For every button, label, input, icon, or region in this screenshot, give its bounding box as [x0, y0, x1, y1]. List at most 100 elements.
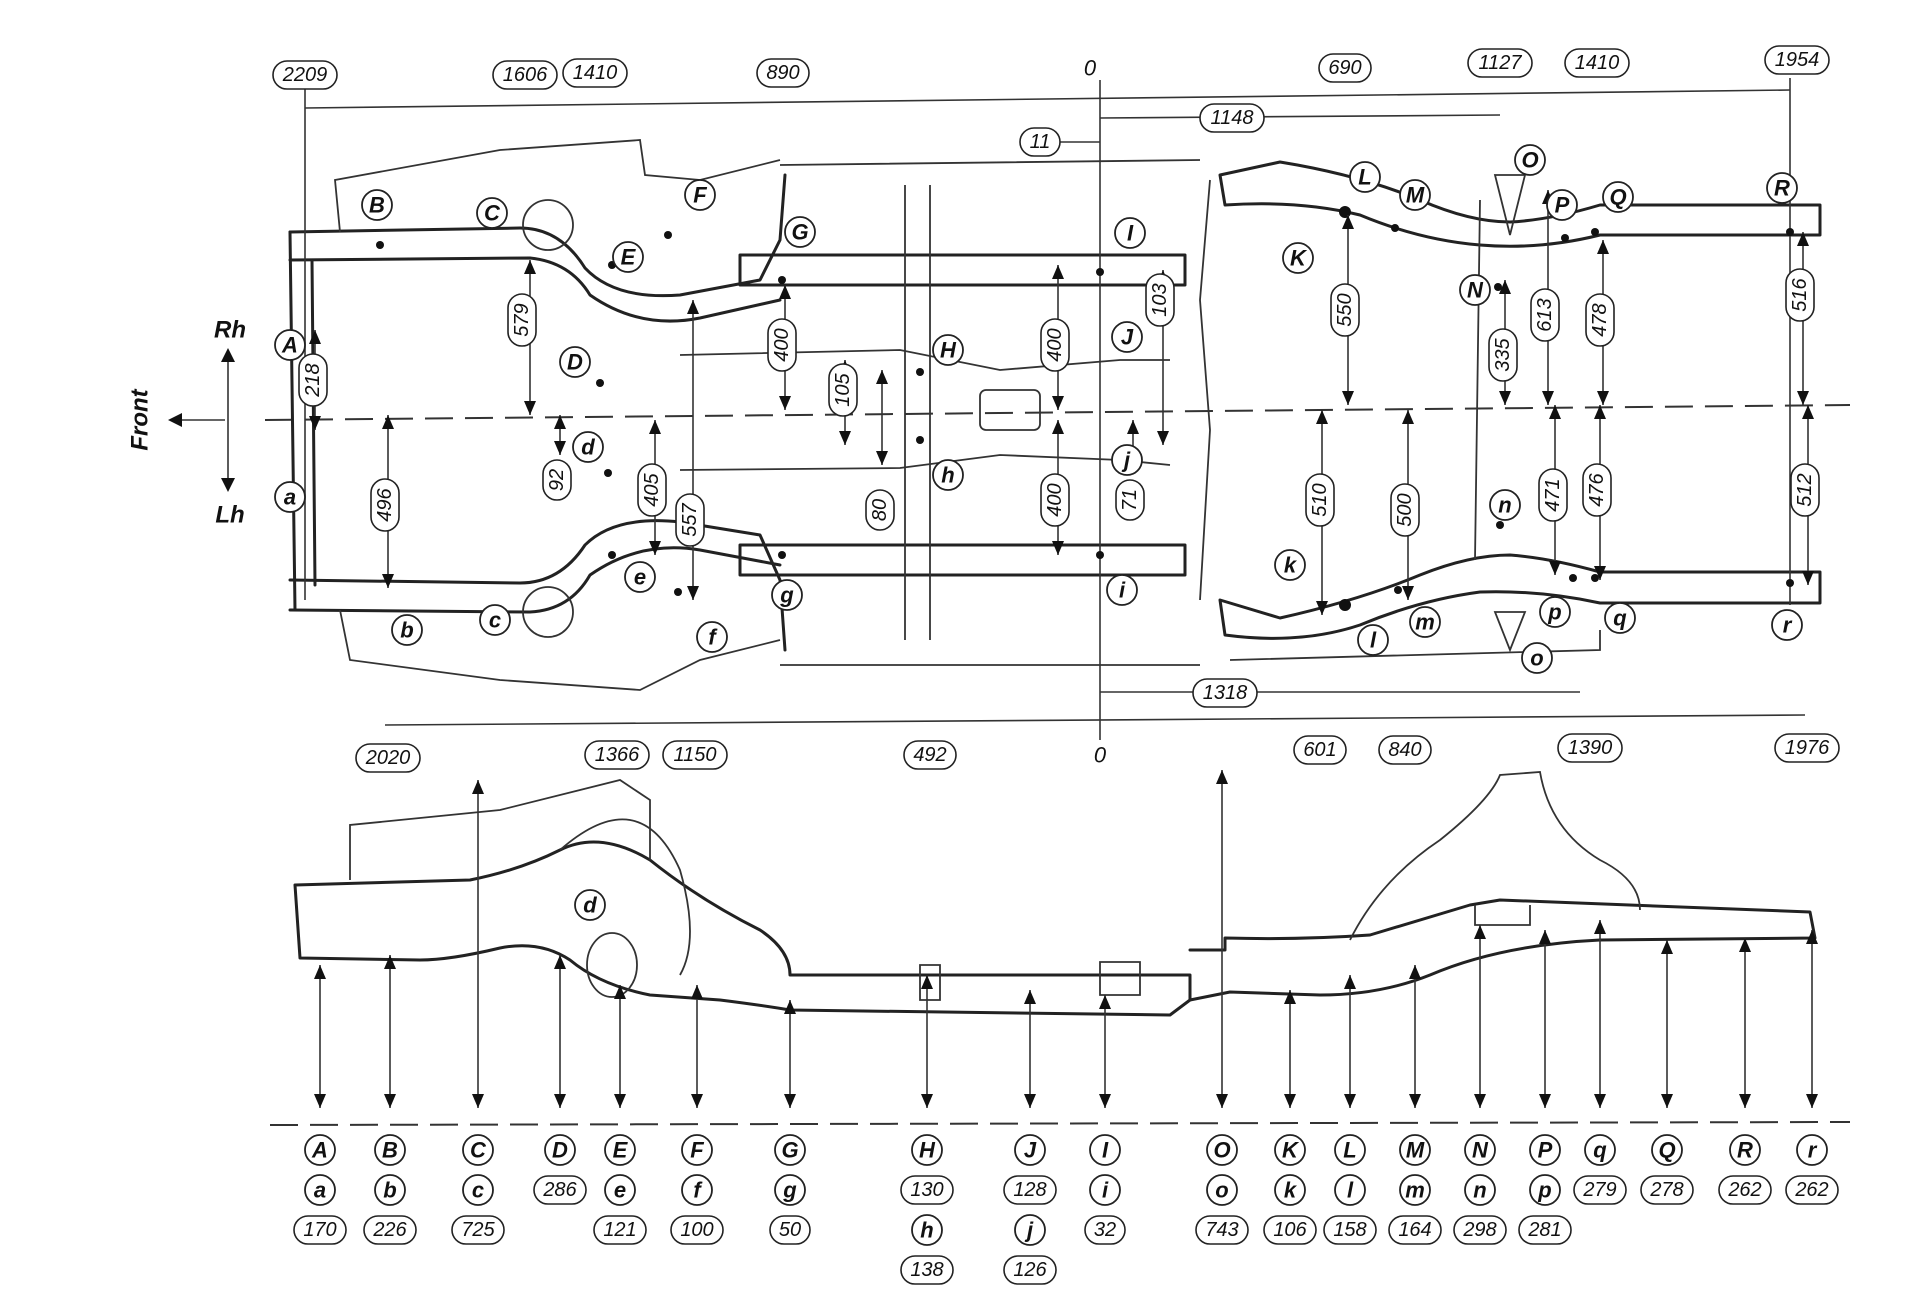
- svg-text:130: 130: [910, 1179, 943, 1201]
- side-height-line-7: [921, 975, 933, 1108]
- zero-mark-bottom: 0: [1094, 743, 1107, 768]
- svg-text:E: E: [613, 1138, 629, 1163]
- height-col-10-label: O: [1206, 1134, 1238, 1166]
- dim-top-t2209: 2209: [272, 60, 338, 90]
- front-rh-rail: [288, 173, 787, 298]
- height-col-5-val-0: 100: [670, 1215, 724, 1245]
- height-col-18-label: R: [1729, 1134, 1761, 1166]
- dim-vert-v613: 613: [1530, 288, 1560, 342]
- svg-text:50: 50: [779, 1219, 801, 1241]
- svg-text:500: 500: [1394, 493, 1416, 526]
- dim-vert-v550: 550: [1330, 283, 1360, 337]
- svg-text:p: p: [1537, 1178, 1551, 1203]
- dim-vert-v400c: 400: [1040, 473, 1070, 527]
- svg-text:J: J: [1121, 325, 1134, 350]
- dim-line-v80: [876, 370, 888, 465]
- svg-text:496: 496: [374, 487, 396, 521]
- svg-text:G: G: [781, 1138, 798, 1163]
- svg-text:r: r: [1808, 1138, 1818, 1163]
- dim-top-t1127: 1127: [1467, 48, 1533, 78]
- svg-text:Q: Q: [1658, 1138, 1675, 1163]
- height-col-0-val-0: 170: [293, 1215, 347, 1245]
- svg-text:a: a: [284, 485, 296, 510]
- side-height-line-18: [1739, 938, 1751, 1108]
- height-col-7-val-2: 138: [900, 1255, 954, 1285]
- height-col-2-sub: c: [462, 1174, 494, 1206]
- svg-text:I: I: [1102, 1138, 1109, 1163]
- height-col-13-label: M: [1399, 1134, 1431, 1166]
- svg-text:2209: 2209: [282, 64, 328, 86]
- side-height-line-12: [1344, 975, 1356, 1108]
- svg-text:1410: 1410: [1575, 52, 1620, 74]
- dim-vert-v496: 496: [370, 478, 400, 532]
- svg-text:279: 279: [1582, 1179, 1616, 1201]
- height-col-19-val-0: 262: [1785, 1175, 1839, 1205]
- svg-text:492: 492: [913, 744, 946, 766]
- height-col-16-val-0: 279: [1573, 1175, 1627, 1205]
- svg-text:c: c: [489, 608, 501, 633]
- svg-text:j: j: [1024, 1218, 1034, 1243]
- height-col-12-val-0: 158: [1323, 1215, 1377, 1245]
- svg-text:n: n: [1473, 1178, 1486, 1203]
- svg-text:1410: 1410: [573, 62, 618, 84]
- plan-point-35: r: [1771, 609, 1803, 641]
- svg-text:335: 335: [1492, 337, 1514, 371]
- height-col-6: Gg 50: [769, 1134, 811, 1245]
- height-col-8-val-0: 128: [1003, 1175, 1057, 1205]
- svg-text:m: m: [1415, 610, 1435, 635]
- height-col-15-val-0: 281: [1518, 1215, 1572, 1245]
- svg-text:L: L: [1343, 1138, 1356, 1163]
- svg-text:D: D: [552, 1138, 568, 1163]
- plan-point-23: l: [1357, 624, 1389, 656]
- plan-point-32: Q: [1602, 181, 1634, 213]
- svg-text:478: 478: [1589, 303, 1611, 336]
- plan-point-8: E: [612, 241, 644, 273]
- svg-text:80: 80: [869, 499, 891, 521]
- height-col-19: r 262: [1785, 1134, 1839, 1205]
- side-height-lines: [314, 770, 1818, 1108]
- svg-text:512: 512: [1794, 473, 1816, 506]
- dim-vert-v105: 105: [828, 363, 858, 417]
- front-direction-indicator: Front Rh Lh: [127, 317, 247, 529]
- svg-text:126: 126: [1013, 1259, 1047, 1281]
- height-col-9-val-0: 32: [1084, 1215, 1126, 1245]
- height-col-8-val-2: 126: [1003, 1255, 1057, 1285]
- height-col-12-sub: l: [1334, 1174, 1366, 1206]
- height-col-19-label: r: [1796, 1134, 1828, 1166]
- lh-strut-tower: [522, 586, 574, 638]
- plan-dimension-lines: [304, 78, 1806, 740]
- side-view: d: [269, 770, 1851, 1126]
- svg-text:G: G: [791, 220, 808, 245]
- svg-text:r: r: [1783, 613, 1793, 638]
- dim-bottom-b2020: 2020: [355, 743, 421, 773]
- height-col-6-sub: g: [774, 1174, 806, 1206]
- svg-text:j: j: [1121, 448, 1131, 473]
- height-col-10-val-0: 743: [1195, 1215, 1249, 1245]
- side-rear-bracket: [1474, 905, 1531, 926]
- side-front-rail: [293, 840, 1192, 1017]
- side-height-line-10: [1216, 770, 1228, 1108]
- dim-top-t690: 690: [1318, 53, 1372, 83]
- plan-point-13: g: [771, 579, 803, 611]
- side-height-line-19: [1806, 930, 1818, 1108]
- dim-top-t1606: 1606: [492, 60, 558, 90]
- height-col-13-val-0: 164: [1388, 1215, 1442, 1245]
- svg-text:L: L: [1358, 165, 1371, 190]
- dim-line-v557: [687, 300, 699, 600]
- dim-top-t1148: 1148: [1199, 103, 1265, 133]
- svg-text:O: O: [1521, 148, 1538, 173]
- svg-text:k: k: [1284, 553, 1298, 578]
- svg-text:E: E: [621, 245, 637, 270]
- side-point-0: d: [574, 889, 606, 921]
- height-col-8-val-1: j: [1014, 1214, 1046, 1246]
- dim-vert-v471: 471: [1538, 468, 1568, 522]
- dim-bottom-b1390: 1390: [1557, 733, 1623, 763]
- plan-point-17: i: [1106, 574, 1138, 606]
- height-col-2-val-0: 725: [451, 1215, 505, 1245]
